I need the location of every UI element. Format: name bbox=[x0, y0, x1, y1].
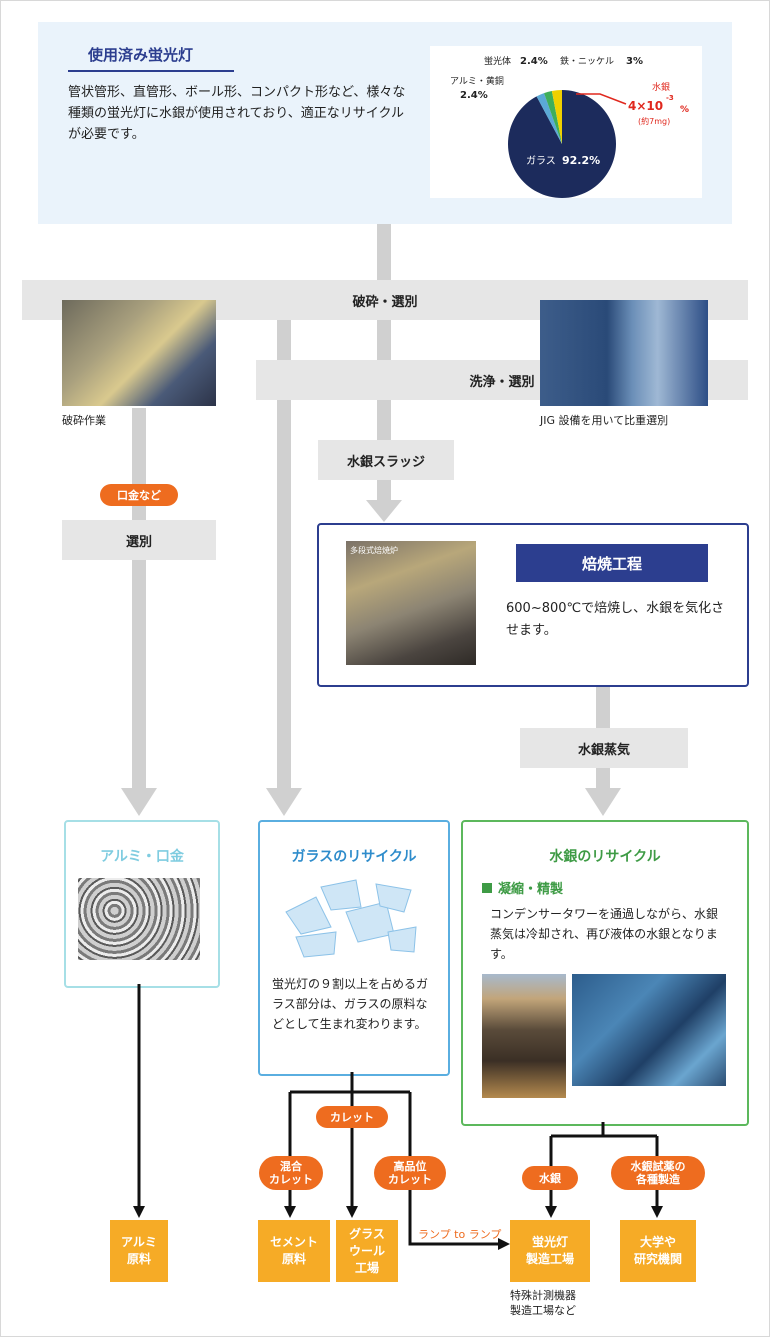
jig-caption: JIG 設備を用いて比重選別 bbox=[540, 414, 669, 427]
tag-cullet: カレット bbox=[316, 1106, 388, 1128]
label-mercury-note: (約7mg) bbox=[638, 116, 670, 126]
label-mercury-unit: % bbox=[680, 105, 689, 115]
glass-panel bbox=[258, 820, 450, 1076]
label-phosphor-value: 2.4% bbox=[520, 56, 548, 67]
roasting-text: 600~800℃で焙焼し、水銀を気化させます。 bbox=[506, 601, 725, 638]
output-cement: セメント 原料 bbox=[258, 1220, 330, 1282]
tag-reagents: 水銀試薬の 各種製造 bbox=[611, 1156, 705, 1190]
output-university: 大学や 研究機関 bbox=[620, 1220, 696, 1282]
output-lamp-factory: 蛍光灯 製造工場 bbox=[510, 1220, 590, 1282]
alu-title: アルミ・口金 bbox=[100, 849, 184, 865]
label-iron-name: 鉄・ニッケル bbox=[560, 55, 614, 67]
furnace-label: 多段式焙焼炉 bbox=[350, 546, 398, 555]
mercury-text: コンデンサータワーを通過しながら、水銀蒸気は冷却され、再び液体の水銀となります。 bbox=[490, 907, 719, 961]
crushing-caption: 破砕作業 bbox=[62, 414, 106, 427]
alu-photo bbox=[78, 878, 200, 960]
connector-top bbox=[377, 224, 391, 280]
output-glasswool: グラス ウール 工場 bbox=[336, 1220, 398, 1282]
pie-slice-1 bbox=[536, 93, 562, 144]
label-glass-value: 92.2% bbox=[562, 154, 600, 167]
arrow-to-mercury bbox=[585, 788, 621, 816]
pie-slice-3 bbox=[551, 90, 562, 144]
lamp-factory-note: 特殊計測機器 製造工場など bbox=[510, 1289, 576, 1317]
square-bullet-icon bbox=[482, 882, 492, 893]
glass-title: ガラスのリサイクル bbox=[291, 849, 417, 865]
step-mercury-sludge: 水銀スラッジ bbox=[318, 440, 454, 480]
lamp-to-lamp-label: ランプ to ランプ bbox=[418, 1228, 502, 1241]
glass-text: 蛍光灯の９割以上を占めるガラス部分は、ガラスの原料などとして生まれ変わります。 bbox=[272, 977, 429, 1031]
arrow-to-roast bbox=[366, 500, 402, 522]
arrow-to-glass bbox=[266, 788, 302, 816]
composition-pie: ガラス 92.2% アルミ・黄銅 2.4% 蛍光体 2.4% 鉄・ニッケル 3% 水銀 4×10-… bbox=[450, 55, 689, 198]
used-lamp-description: 管状管形、直管形、ボール形、コンパクト形など、様々な種類の蛍光灯に水銀が使用され… bbox=[68, 85, 406, 142]
connector-crush-wash bbox=[377, 320, 391, 360]
step-sort: 選別 bbox=[62, 520, 216, 560]
step-mercury-vapor: 水銀蒸気 bbox=[520, 728, 688, 768]
title-underline bbox=[68, 70, 234, 72]
label-phosphor-name: 蛍光体 bbox=[484, 55, 511, 67]
mercury-leader-line bbox=[576, 93, 627, 105]
condenser-tower-photo bbox=[482, 974, 566, 1098]
glass-cullet-illustration bbox=[285, 879, 417, 958]
label-mercury-value: 4×10 bbox=[628, 99, 663, 113]
connector-glass bbox=[277, 320, 291, 788]
arrow-to-alu bbox=[121, 788, 157, 816]
label-alu-value: 2.4% bbox=[460, 90, 488, 101]
mercury-subtitle-row: 凝縮・精製 bbox=[482, 878, 563, 897]
output-alu: アルミ 原料 bbox=[110, 1220, 168, 1282]
crushing-photo bbox=[62, 300, 216, 406]
mercury-refining-photo bbox=[572, 974, 726, 1086]
label-alu-name: アルミ・黄銅 bbox=[450, 75, 504, 87]
pie-slice-2 bbox=[544, 90, 562, 144]
label-mercury-exponent: -3 bbox=[666, 94, 674, 102]
connector-wash-sludge bbox=[377, 400, 391, 440]
label-iron-value: 3% bbox=[626, 56, 643, 67]
tag-mixed-cullet: 混合 カレット bbox=[259, 1156, 323, 1190]
jig-photo bbox=[540, 300, 708, 406]
furnace-photo: 多段式焙焼炉 bbox=[346, 541, 476, 665]
tag-kuchigane: 口金など bbox=[100, 484, 178, 506]
tag-mercury: 水銀 bbox=[522, 1166, 578, 1190]
label-glass-name: ガラス bbox=[526, 155, 556, 167]
roasting-title: 焙焼工程 bbox=[516, 544, 708, 582]
mercury-subtitle: 凝縮・精製 bbox=[498, 882, 564, 897]
mercury-title: 水銀のリサイクル bbox=[549, 849, 661, 865]
tag-hq-cullet: 高品位 カレット bbox=[374, 1156, 446, 1190]
used-lamp-title: 使用済み蛍光灯 bbox=[88, 46, 194, 64]
composition-chart: ガラス 92.2% アルミ・黄銅 2.4% 蛍光体 2.4% 鉄・ニッケル 3% 水銀 4×10-… bbox=[430, 46, 702, 198]
connector-sludge-roast bbox=[377, 480, 391, 502]
label-mercury-name: 水銀 bbox=[652, 81, 670, 93]
